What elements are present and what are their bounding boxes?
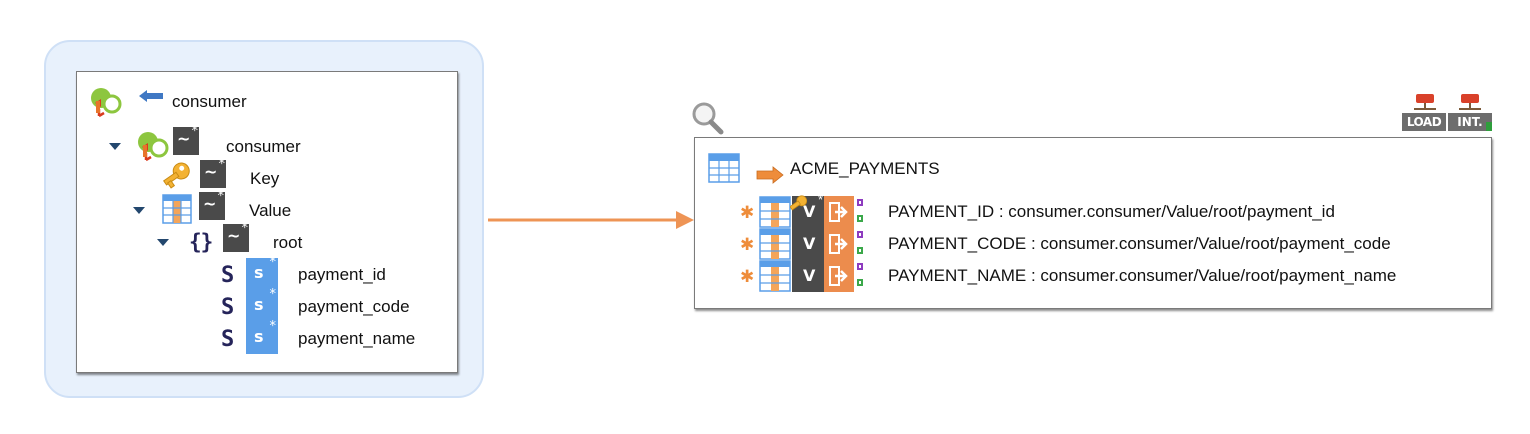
insert-flag-icon <box>857 215 863 222</box>
asterisk-glyph: * <box>269 319 277 334</box>
s-glyph: s <box>254 263 264 282</box>
variable-node-icon: ~* <box>199 189 225 220</box>
variable-value-icon: V * <box>790 192 824 228</box>
tree-label[interactable]: payment_id <box>298 265 386 284</box>
asterisk-glyph: * <box>217 189 225 204</box>
integration-badge[interactable]: INT. <box>1448 92 1492 132</box>
s-glyph: s <box>254 295 264 314</box>
target-attribute-row[interactable]: ✱ V PAYMENT_NAME : consumer.consumer/Val… <box>695 260 1485 292</box>
kafka-topic-icon <box>91 88 122 118</box>
expand-toggle-icon[interactable] <box>109 143 121 150</box>
asterisk-glyph: * <box>269 287 277 302</box>
target-mapping-icon <box>824 196 854 228</box>
tilde-glyph: ~ <box>227 226 241 245</box>
target-attribute-mapping[interactable]: PAYMENT_ID : consumer.consumer/Value/roo… <box>888 202 1335 221</box>
exit-arrow-icon <box>829 234 848 254</box>
tree-label[interactable]: payment_code <box>298 297 410 316</box>
asterisk-glyph: * <box>817 192 823 207</box>
string-attribute-icon: s* <box>246 287 278 322</box>
asterisk-glyph: * <box>241 221 249 236</box>
insert-flag-icon <box>857 247 863 254</box>
target-mapping-icon <box>824 260 854 292</box>
target-datastore-node[interactable]: ACME_PAYMENTS ✱ V * <box>694 137 1492 309</box>
asterisk-glyph: * <box>191 124 199 139</box>
string-attribute-icon: s* <box>246 319 278 354</box>
string-attribute-icon: s* <box>246 255 278 290</box>
column-table-icon <box>759 196 791 228</box>
key-icon <box>163 162 190 189</box>
variable-node-icon: ~* <box>200 157 226 188</box>
target-mapping-icon <box>824 228 854 260</box>
mandatory-asterisk-icon: ✱ <box>740 267 755 287</box>
target-attribute-mapping[interactable]: PAYMENT_CODE : consumer.consumer/Value/r… <box>888 234 1391 253</box>
object-braces-icon: {} <box>189 230 213 254</box>
mandatory-asterisk-icon: ✱ <box>740 203 755 223</box>
table-icon <box>162 194 192 224</box>
mapping-connector[interactable] <box>486 208 698 232</box>
table-grid-icon <box>708 153 740 183</box>
tree-label[interactable]: Key <box>250 169 280 188</box>
source-datastore-node[interactable]: consumer ~* consumer ~* Key ~* <box>76 71 458 373</box>
exit-arrow-icon <box>829 202 848 222</box>
tree-label[interactable]: consumer <box>226 137 301 156</box>
source-datastore-name: consumer <box>172 92 247 111</box>
tilde-glyph: ~ <box>203 194 217 213</box>
target-datastore-name: ACME_PAYMENTS <box>790 159 940 178</box>
kafka-topic-icon <box>138 132 169 162</box>
variable-value-icon: V <box>792 260 824 292</box>
update-flag-icon <box>857 199 863 206</box>
target-attribute-row[interactable]: ✱ V * PAYMENT_ID : cons <box>695 192 1485 228</box>
magnifier-icon[interactable] <box>690 101 724 135</box>
exit-arrow-icon <box>829 266 848 286</box>
column-table-icon <box>759 260 791 292</box>
load-badge[interactable]: LOAD <box>1402 92 1446 132</box>
string-type-icon: S <box>221 327 235 352</box>
asterisk-glyph: * <box>269 255 277 270</box>
variable-value-icon: V <box>792 228 824 260</box>
string-type-icon: S <box>221 263 235 288</box>
insert-flag-icon <box>857 279 863 286</box>
column-table-icon <box>759 228 791 260</box>
v-glyph: V <box>803 234 816 253</box>
v-glyph: V <box>803 202 816 221</box>
target-attribute-mapping[interactable]: PAYMENT_NAME : consumer.consumer/Value/r… <box>888 266 1397 285</box>
asterisk-glyph: * <box>218 157 226 172</box>
arrow-right-icon <box>756 166 784 184</box>
tree-label[interactable]: Value <box>249 201 292 220</box>
s-glyph: s <box>254 327 264 346</box>
v-glyph: V <box>803 266 816 285</box>
variable-node-icon: ~* <box>223 221 249 252</box>
tree-label[interactable]: payment_name <box>298 329 416 348</box>
string-type-icon: S <box>221 295 235 320</box>
tilde-glyph: ~ <box>204 162 218 181</box>
tilde-glyph: ~ <box>177 129 191 148</box>
mandatory-asterisk-icon: ✱ <box>740 235 755 255</box>
network-node-icon <box>1459 94 1481 110</box>
expand-toggle-icon[interactable] <box>157 239 169 246</box>
update-flag-icon <box>857 263 863 270</box>
load-badge-label: LOAD <box>1402 113 1446 131</box>
expand-toggle-icon[interactable] <box>133 207 145 214</box>
arrow-left-icon <box>139 90 163 102</box>
tree-label[interactable]: root <box>273 233 303 252</box>
network-node-icon <box>1414 94 1436 110</box>
update-flag-icon <box>857 231 863 238</box>
target-attribute-row[interactable]: ✱ V PAYMENT_CODE : consumer.consumer/Val… <box>695 228 1485 260</box>
key-icon <box>790 195 808 211</box>
integration-badge-label: INT. <box>1448 113 1492 131</box>
integration-status-marker <box>1486 122 1492 131</box>
variable-node-icon: ~* <box>173 124 199 155</box>
